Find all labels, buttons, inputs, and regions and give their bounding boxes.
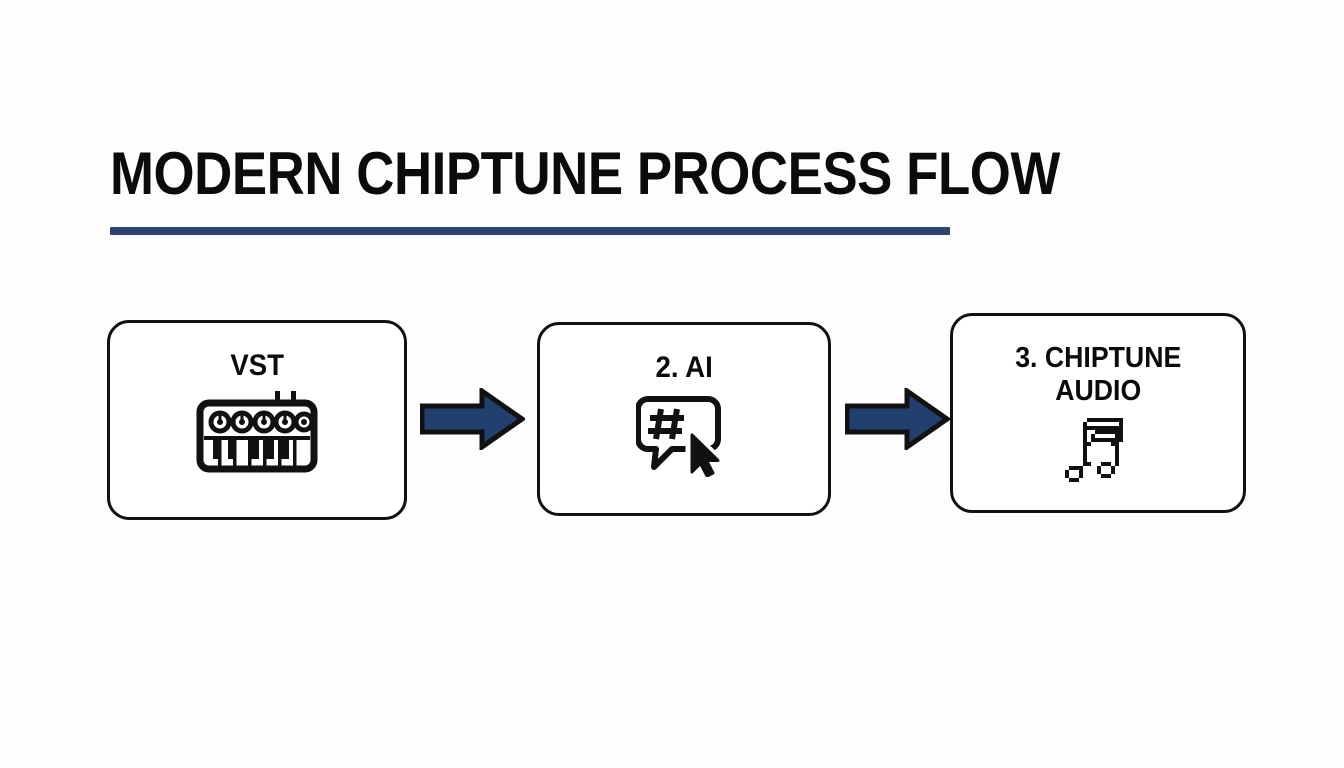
flow-step-label: VST [230, 349, 284, 382]
right-arrow-icon [419, 386, 527, 455]
synthesizer-keyboard-icon [196, 391, 318, 478]
flow-step-card-chiptune-audio[interactable]: 3. CHIPTUNE AUDIO [950, 313, 1246, 513]
chat-bubble-hash-cursor-icon [635, 393, 732, 486]
title-underline-rule [110, 227, 950, 235]
flow-step-card-ai[interactable]: 2. AI [537, 322, 831, 516]
flow-step-card-vst[interactable]: VST [107, 320, 407, 520]
flow-step-label: 2. AI [655, 351, 713, 384]
pixel-music-note-icon [1061, 416, 1135, 493]
process-flow-row: VST [0, 312, 1344, 522]
right-arrow-icon [844, 386, 952, 455]
title-block: MODERN CHIPTUNE PROCESS FLOW [110, 143, 1090, 205]
page-title: MODERN CHIPTUNE PROCESS FLOW [110, 140, 1060, 207]
flow-step-label: 3. CHIPTUNE AUDIO [1014, 342, 1182, 407]
